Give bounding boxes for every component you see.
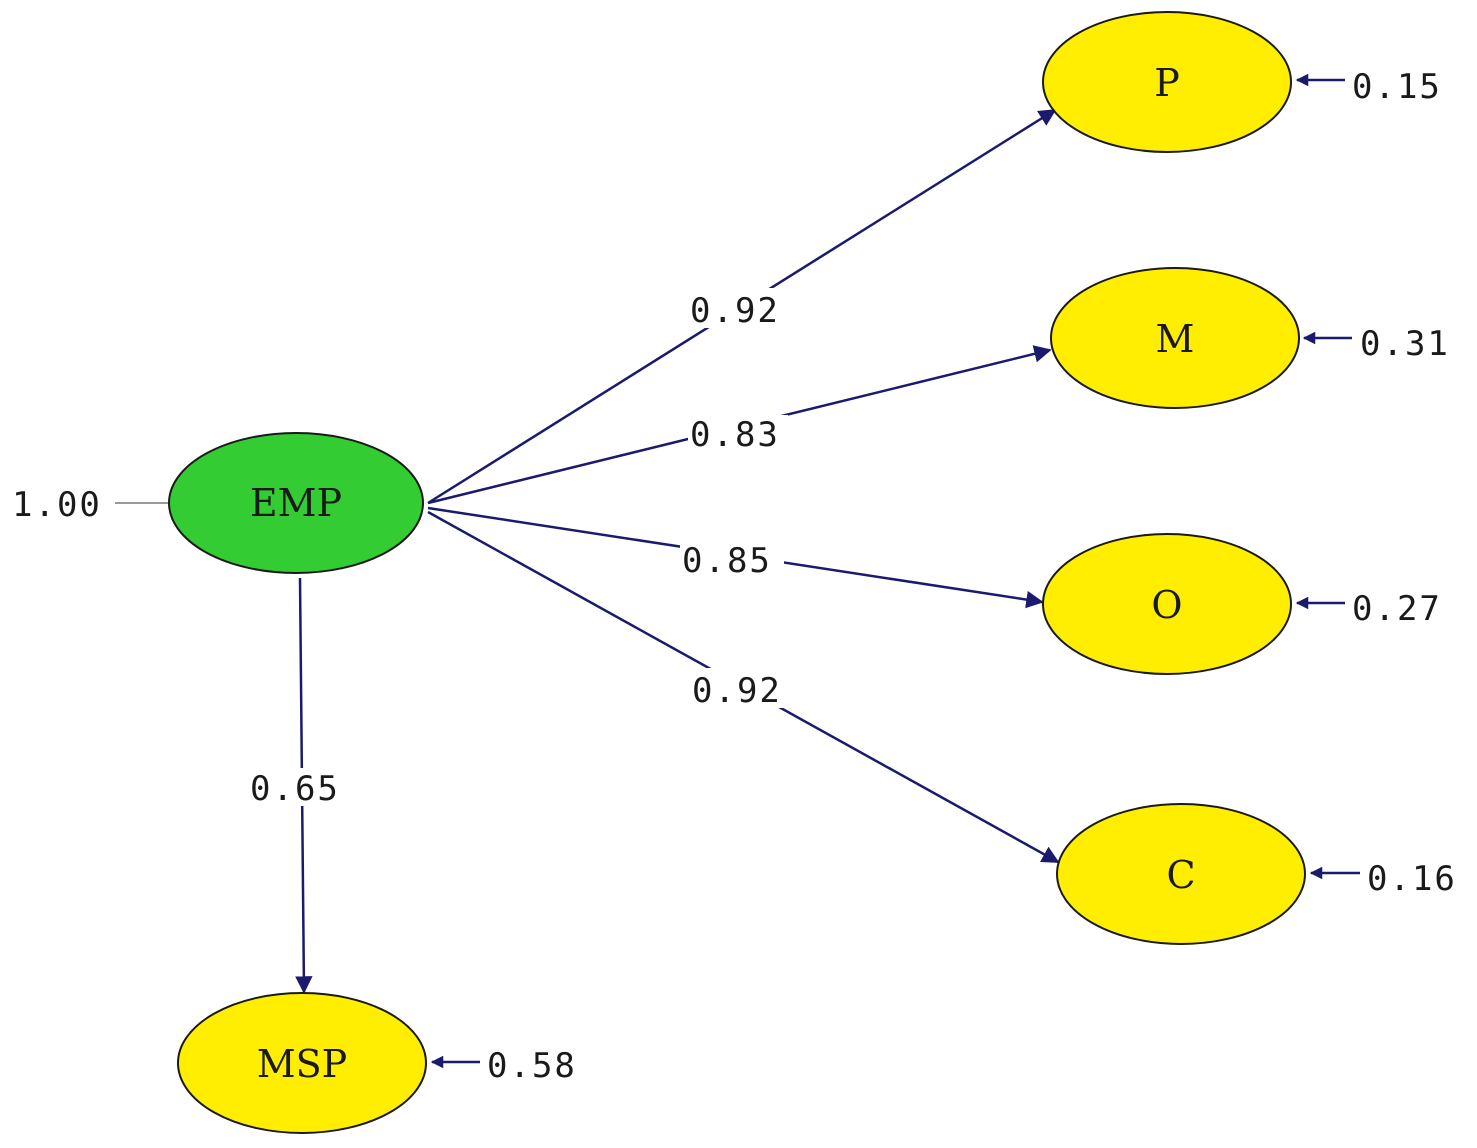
loading-p-bg bbox=[688, 288, 788, 328]
indicator-label-o: O bbox=[1151, 583, 1182, 627]
indicator-label-msp: MSP bbox=[257, 1042, 348, 1086]
latent-label-emp: EMP bbox=[250, 481, 342, 525]
loading-c: 0.92 bbox=[692, 671, 782, 711]
indicator-node-o bbox=[1042, 533, 1292, 675]
error-c: 0.16 bbox=[1367, 859, 1457, 899]
error-m: 0.31 bbox=[1360, 324, 1450, 364]
indicator-label-p: P bbox=[1154, 61, 1180, 105]
error-p: 0.15 bbox=[1352, 67, 1442, 107]
error-msp: 0.58 bbox=[487, 1046, 577, 1086]
indicator-label-c: C bbox=[1166, 853, 1195, 897]
loading-p: 0.92 bbox=[690, 291, 780, 331]
loading-msp: 0.65 bbox=[250, 769, 340, 809]
indicator-node-p bbox=[1042, 11, 1292, 153]
indicator-node-msp bbox=[177, 992, 427, 1134]
loading-m-bg bbox=[688, 415, 788, 453]
loading-o-bg bbox=[680, 540, 784, 578]
loading-msp-bg bbox=[248, 768, 350, 806]
error-o: 0.27 bbox=[1352, 589, 1442, 629]
loading-c-bg bbox=[690, 668, 790, 708]
emp-variance-label: 1.00 bbox=[12, 485, 102, 525]
loading-o: 0.85 bbox=[682, 541, 772, 581]
indicator-node-m bbox=[1050, 267, 1300, 409]
latent-node-emp bbox=[168, 432, 424, 574]
indicator-label-m: M bbox=[1156, 317, 1195, 361]
indicator-node-c bbox=[1056, 803, 1306, 945]
loading-m: 0.83 bbox=[690, 415, 780, 455]
